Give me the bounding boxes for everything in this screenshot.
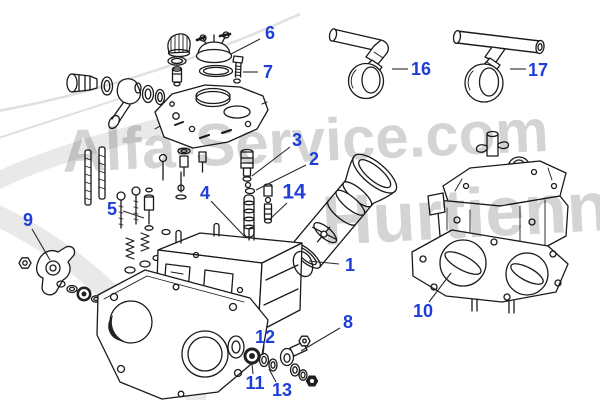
clamp-bolt: [279, 335, 311, 367]
leader-line-8: [300, 327, 341, 352]
swoosh-band-upper: [0, 117, 171, 190]
swoosh-band-lower: [0, 205, 207, 400]
watermark-line2: Hurtienne: [319, 164, 600, 260]
throttle-plate-shadow: [108, 315, 124, 342]
callout-4: 4: [199, 183, 211, 203]
leader-line-3: [251, 146, 291, 177]
leader-line-6: [230, 38, 261, 55]
callout-6: 6: [264, 23, 276, 43]
bearing-nut: [243, 347, 261, 365]
leader-line-10: [428, 272, 452, 303]
studs-and-screws: [84, 146, 171, 274]
idle-jet-stack: [263, 183, 273, 224]
cover-gasket: [198, 64, 234, 78]
callout-13: 13: [271, 380, 293, 400]
washer-12: [258, 352, 270, 368]
fuel-inlet-parts: [66, 73, 166, 130]
needle-valve: [143, 187, 155, 231]
callout-8: 8: [342, 312, 354, 332]
callout-3: 3: [291, 130, 303, 150]
callout-14: 14: [282, 180, 306, 204]
main-jet: [242, 176, 252, 182]
swoosh-thin-line-upper: [0, 12, 301, 112]
emulsion-tube-tip: [244, 241, 252, 247]
watermark-line1: Alfa-Service.com: [60, 96, 550, 185]
leader-line-2: [255, 164, 307, 191]
banjo-union-double: [452, 29, 545, 103]
pump-jet-parts: [158, 147, 207, 200]
callout-2: 2: [308, 149, 320, 169]
carburetor-body: [155, 222, 314, 333]
diaphragm-cover-assembly: [195, 31, 233, 64]
emulsion-tube-stack: [240, 148, 256, 247]
banjo-union-single: [328, 28, 389, 100]
shaft-end-parts: [227, 335, 319, 387]
throttle-flange: [96, 269, 269, 400]
leader-line-9: [31, 228, 51, 261]
leader-line-12: [262, 345, 265, 356]
callout-17: 17: [527, 60, 549, 80]
leader-line-11: [251, 363, 254, 375]
callout-1: 1: [344, 255, 356, 275]
washer-13: [268, 358, 278, 372]
leader-line-4: [210, 200, 247, 239]
callout-5: 5: [106, 199, 118, 219]
assembled-carburetor: [411, 130, 569, 314]
callout-11: 11: [245, 373, 265, 393]
top-cover: [154, 84, 269, 149]
throttle-lever-parts: [18, 245, 102, 303]
swoosh-thin-line-lower: [0, 95, 129, 139]
callout-9: 9: [22, 210, 34, 230]
leader-line-1: [308, 260, 340, 265]
leader-line-5: [122, 210, 145, 219]
callout-12: 12: [254, 327, 276, 347]
cover-screw: [232, 55, 244, 84]
callout-10: 10: [412, 301, 434, 321]
leader-line-14: [269, 202, 288, 220]
callout-7: 7: [262, 62, 274, 82]
leader-line-13: [268, 368, 277, 383]
callout-16: 16: [410, 59, 432, 79]
air-horn: [290, 153, 398, 269]
filter-cover-and-plug: [167, 33, 191, 87]
